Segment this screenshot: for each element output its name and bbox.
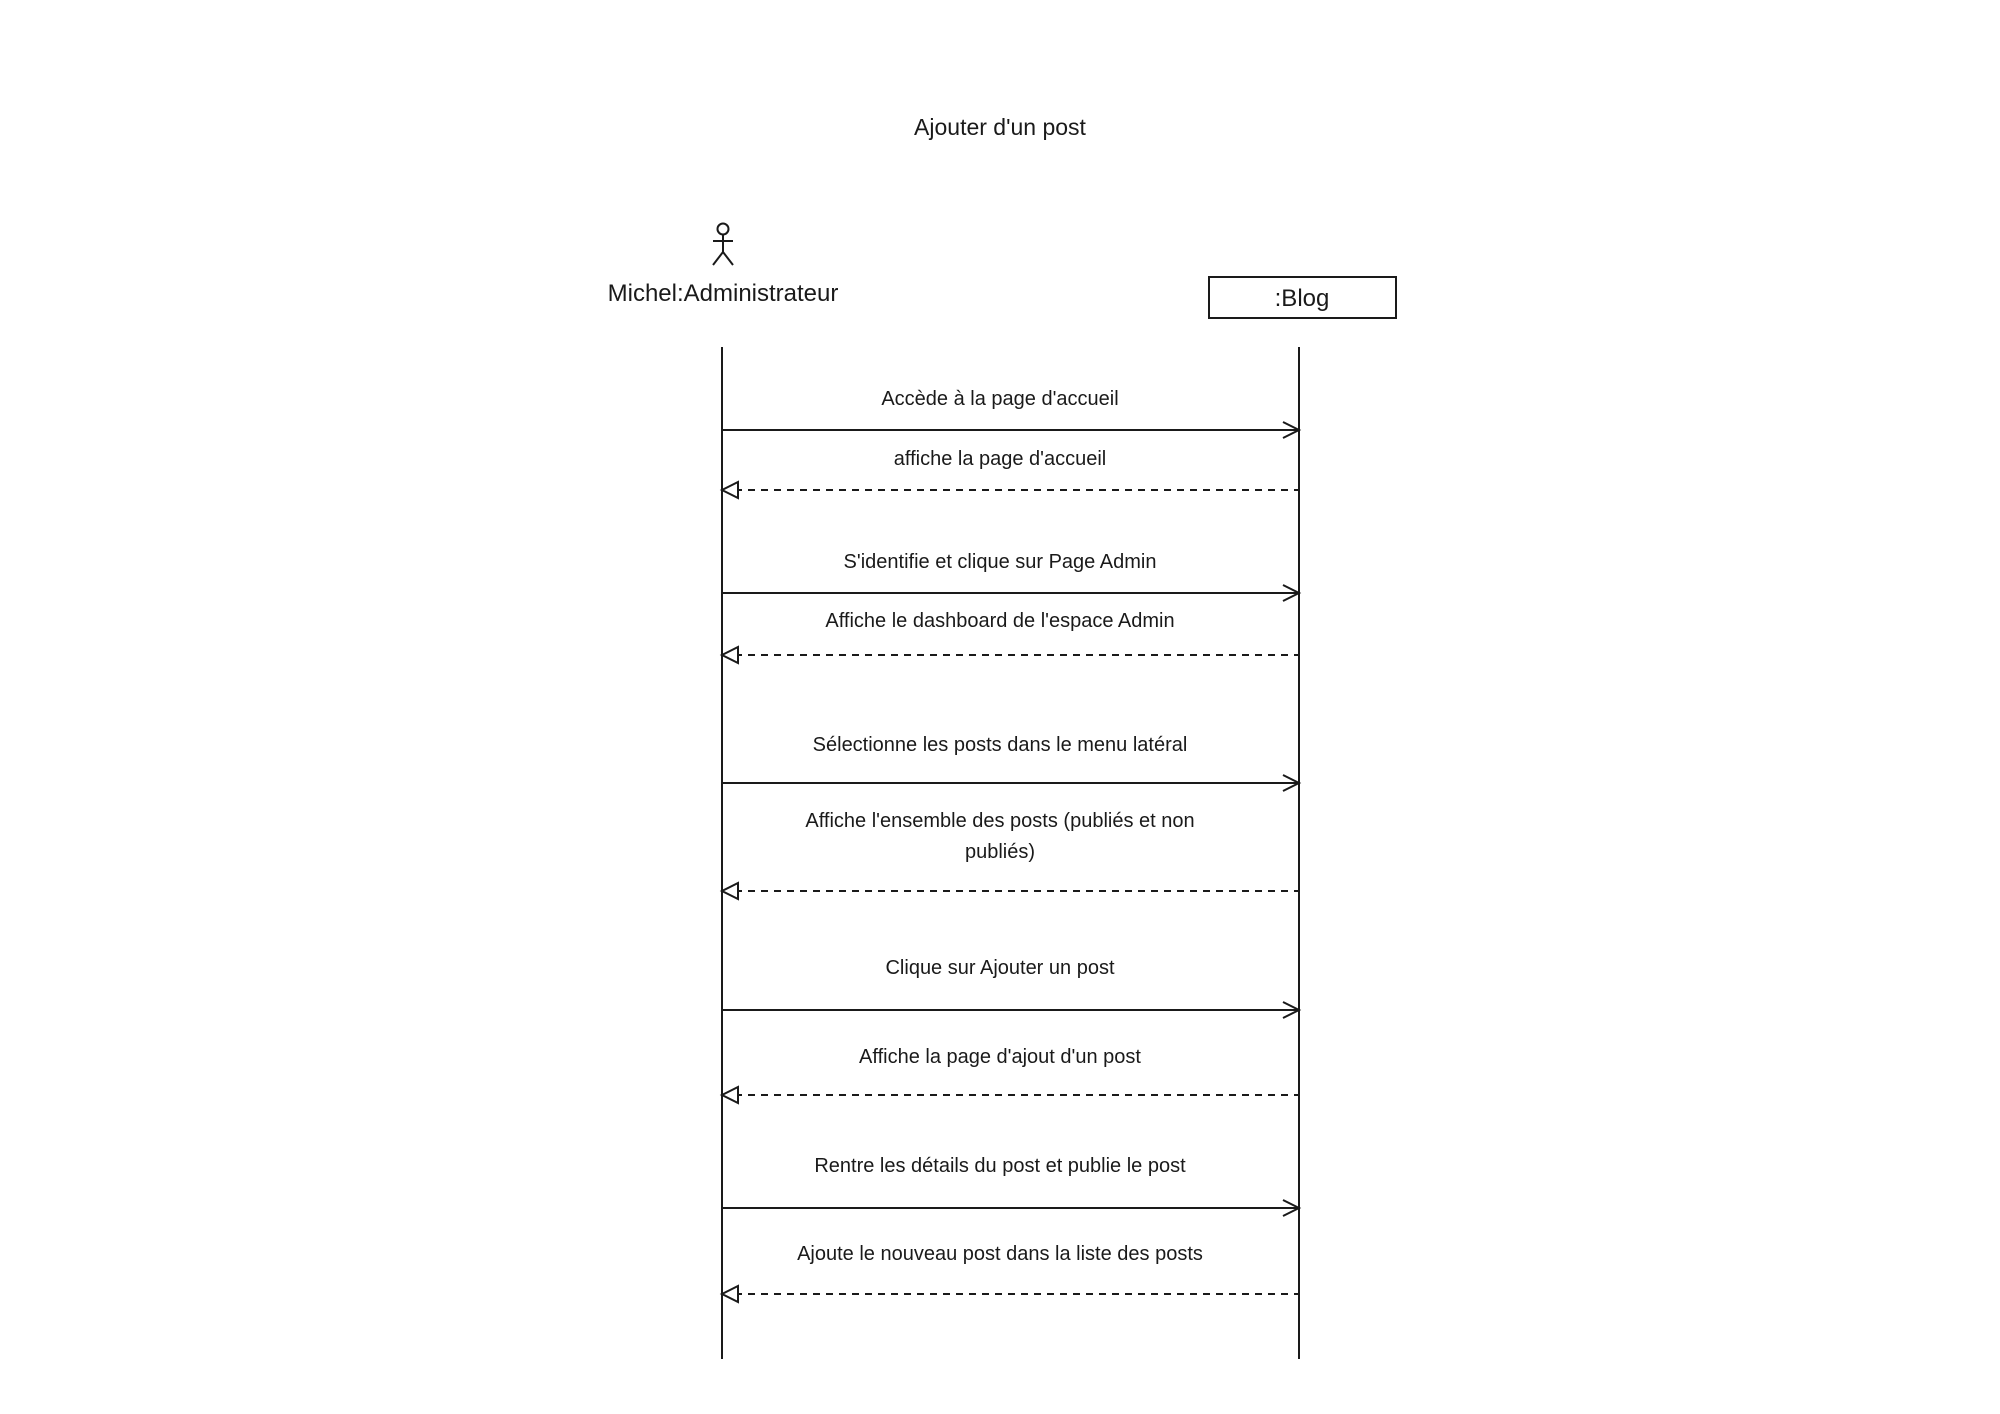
diagram-title: Ajouter d'un post <box>914 114 1087 140</box>
message-10: Ajoute le nouveau post dans la liste des… <box>719 1243 1299 1304</box>
message-label: Affiche la page d'ajout d'un post <box>859 1046 1141 1068</box>
stick-figure-icon <box>712 222 734 266</box>
message-label: publiés) <box>965 841 1035 863</box>
message-label: Ajoute le nouveau post dans la liste des… <box>797 1243 1203 1265</box>
message-label: Affiche le dashboard de l'espace Admin <box>825 610 1174 632</box>
message-7: Clique sur Ajouter un post <box>722 957 1302 1019</box>
message-6: Affiche l'ensemble des posts (publiés et… <box>719 810 1299 901</box>
message-9: Rentre les détails du post et publie le … <box>722 1155 1302 1217</box>
message-label: Sélectionne les posts dans le menu latér… <box>813 734 1188 756</box>
object-box <box>1208 276 1397 319</box>
message-label: affiche la page d'accueil <box>894 448 1107 470</box>
hollow-arrowhead-icon <box>719 881 739 901</box>
open-arrowhead-icon <box>1282 774 1302 792</box>
open-arrowhead-icon <box>1282 1001 1302 1019</box>
hollow-arrowhead-icon <box>719 480 739 500</box>
messages: Accède à la page d'accueil affiche la pag… <box>719 388 1302 1304</box>
hollow-arrowhead-icon <box>719 1085 739 1105</box>
message-label: Clique sur Ajouter un post <box>885 957 1114 979</box>
message-5: Sélectionne les posts dans le menu latér… <box>722 734 1302 792</box>
message-label: Affiche l'ensemble des posts (publiés et… <box>805 810 1194 832</box>
hollow-arrowhead-icon <box>719 645 739 665</box>
message-label: Rentre les détails du post et publie le … <box>814 1155 1186 1177</box>
open-arrowhead-icon <box>1282 1199 1302 1217</box>
message-2: affiche la page d'accueil <box>719 448 1299 500</box>
hollow-arrowhead-icon <box>719 1284 739 1304</box>
message-8: Affiche la page d'ajout d'un post <box>719 1046 1299 1105</box>
actor-label: Michel:Administrateur <box>608 280 839 307</box>
open-arrowhead-icon <box>1282 421 1302 439</box>
message-label: S'identifie et clique sur Page Admin <box>844 551 1157 573</box>
open-arrowhead-icon <box>1282 584 1302 602</box>
message-label: Accède à la page d'accueil <box>881 388 1118 410</box>
message-1: Accède à la page d'accueil <box>722 388 1302 439</box>
blog-object: :Blog <box>1208 276 1397 319</box>
message-3: S'identifie et clique sur Page Admin <box>722 551 1302 602</box>
message-4: Affiche le dashboard de l'espace Admin <box>719 610 1299 665</box>
object-label: :Blog <box>1275 285 1330 312</box>
